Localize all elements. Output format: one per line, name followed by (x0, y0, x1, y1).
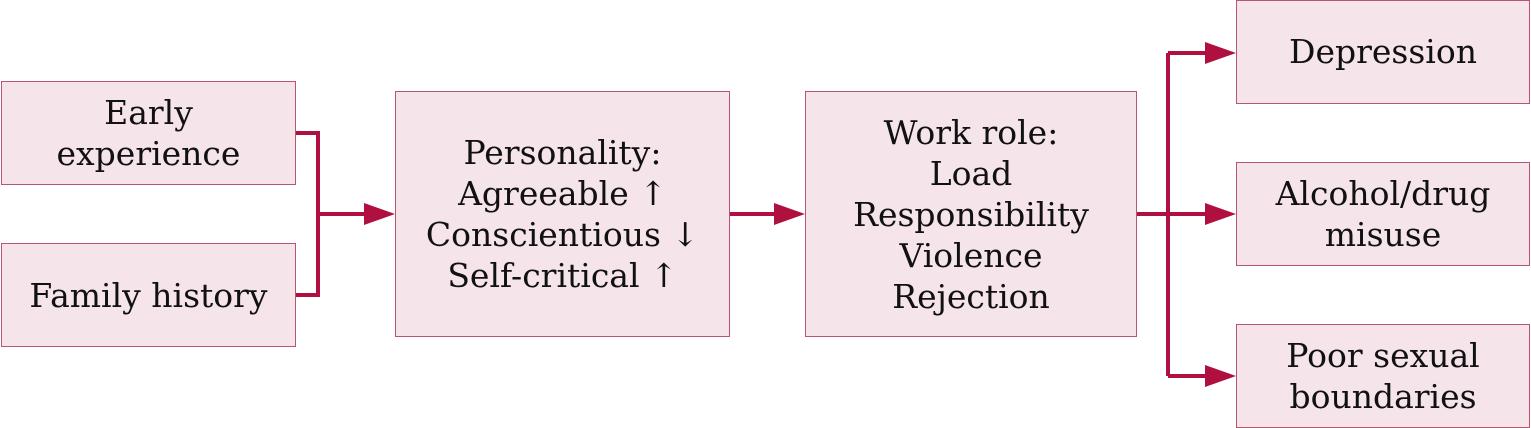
node-work-role: Work role: Load Responsibility Violence … (805, 91, 1137, 337)
node-text-line: Depression (1289, 32, 1477, 71)
node-text-line: Violence (899, 235, 1043, 275)
node-text-line: Self-critical ↑ (447, 256, 678, 295)
node-personality: Personality: Agreeable ↑ Conscientious ↓… (395, 91, 730, 337)
node-text-line: Alcohol/drug (1275, 174, 1491, 213)
node-depression: Depression (1236, 0, 1530, 104)
arrowhead-alcohol (1205, 203, 1236, 225)
arrowhead-depression (1205, 42, 1236, 64)
node-text-line: experience (56, 134, 241, 173)
node-text-line: Conscientious ↓ (425, 215, 700, 254)
node-family-history: Family history (1, 243, 296, 347)
arrowhead-work (774, 203, 805, 225)
node-text-line: Early (104, 93, 193, 132)
node-poor-sexual-boundaries: Poor sexual boundaries (1236, 324, 1530, 428)
node-text-line: Responsibility (853, 194, 1089, 234)
node-title: Personality: (463, 133, 662, 172)
edge-family-to-junction (296, 214, 320, 297)
node-text-line: Rejection (892, 276, 1050, 316)
node-text-line: Agreeable ↑ (458, 174, 667, 213)
node-alcohol-drug-misuse: Alcohol/drug misuse (1236, 162, 1530, 266)
node-text-line: Poor sexual (1286, 336, 1480, 375)
node-early-experience: Early experience (1, 81, 296, 185)
node-text-line: Family history (29, 275, 268, 315)
arrowhead-boundaries (1205, 365, 1236, 387)
node-title: Work role: (883, 112, 1059, 152)
node-text-line: misuse (1324, 215, 1442, 254)
node-text-line: Load (929, 153, 1013, 193)
node-text-line: boundaries (1289, 377, 1477, 416)
arrowhead-personality (364, 203, 395, 225)
edge-early-to-junction (296, 131, 320, 214)
